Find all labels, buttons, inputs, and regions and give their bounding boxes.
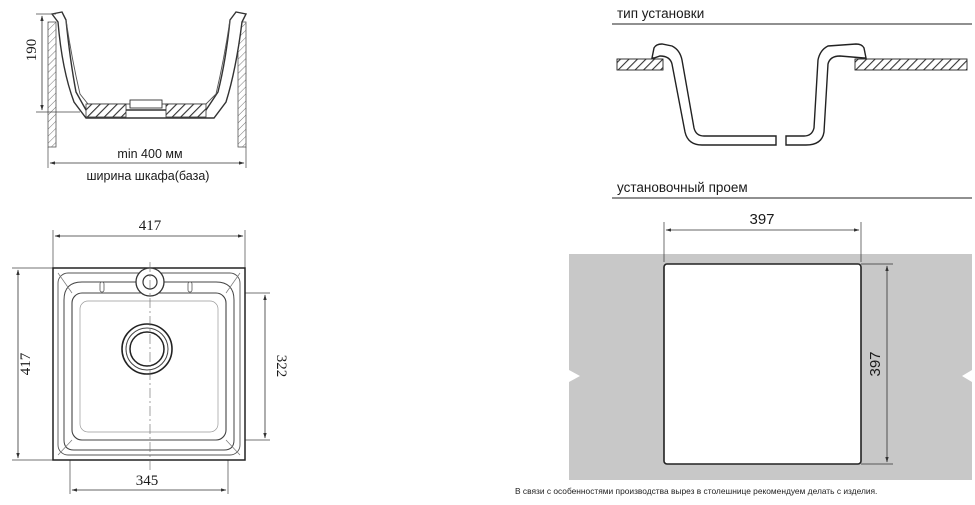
right-sink-wall [785,43,867,146]
right-overflow-slot [187,281,193,293]
height-dimension-label: 190 [24,39,40,62]
inner-height-label: 322 [273,355,289,378]
left-sink-wall [651,43,777,146]
cabinet-width-label: ширина шкафа(база) [87,169,210,183]
cutout-drawing: установочный проем 397 397 [569,180,972,480]
inner-width-label: 345 [136,473,159,489]
cutout-height-label: 397 [867,351,884,376]
min-width-label: min 400 мм [117,147,182,161]
sink-profile [50,11,248,119]
left-cabinet-wall [47,21,57,148]
cutout-width-label: 397 [749,211,774,228]
top-view: 417 417 322 345 [12,218,289,494]
right-rib [165,103,207,118]
cutout-title: установочный проем [617,180,748,195]
footnote: В связи с особенностями производства выр… [515,486,878,496]
drain-outlet [129,99,163,109]
side-view: 190 min 400 мм ширина шкафа(база) [24,11,248,183]
right-countertop [854,58,968,71]
bowl-bottom [79,300,219,433]
installation-type: тип установки [612,6,972,146]
sink-inner-profile [65,19,231,105]
top-width-label: 417 [139,218,162,234]
left-rib [85,103,127,118]
cutout-opening [663,263,862,465]
installation-title: тип установки [617,6,704,21]
top-height-label: 417 [18,352,34,375]
left-overflow-slot [99,281,105,293]
drain-inner-ring [129,331,165,367]
left-countertop [616,58,664,71]
